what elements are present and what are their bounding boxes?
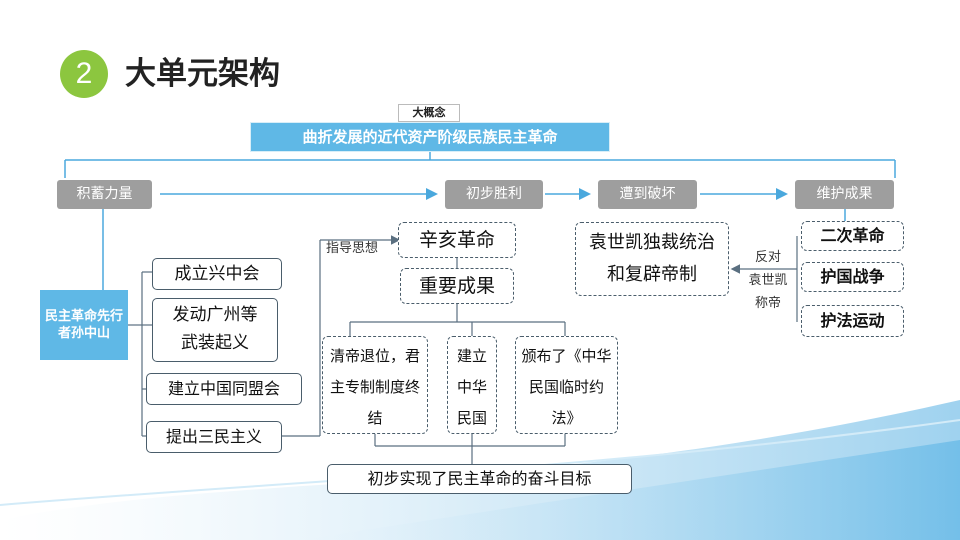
activity-guangzhou-uprising: 发动广州等武装起义 <box>152 298 278 362</box>
activity-three-principles: 提出三民主义 <box>146 421 282 453</box>
oppose-line-1: 反对 <box>754 250 781 265</box>
activity-tongmenghui: 建立中国同盟会 <box>146 373 302 405</box>
achievement-republic-founded: 建立中华民国 <box>447 336 497 434</box>
big-concept-title: 曲折发展的近代资产阶级民族民主革命 <box>250 122 610 152</box>
achievement-emperor-abdicated: 清帝退位，君主专制制度终结 <box>322 336 428 434</box>
second-revolution: 二次革命 <box>801 221 904 251</box>
achievement-provisional-constitution: 颁布了《中华民国临时约法》 <box>515 336 618 434</box>
important-achievements: 重要成果 <box>400 268 514 304</box>
leader-sun-yat-sen: 民主革命先行者孙中山 <box>40 290 128 360</box>
big-concept-label: 大概念 <box>398 104 460 122</box>
page-title: 大单元架构 <box>125 56 280 92</box>
constitution-protection-movement: 护法运动 <box>801 305 904 337</box>
stage-defend-results: 维护成果 <box>795 180 894 209</box>
oppose-line-2: 袁世凯 <box>748 273 788 288</box>
xinhai-revolution: 辛亥革命 <box>398 222 516 258</box>
oppose-line-3: 称帝 <box>754 296 781 311</box>
stage-destroyed: 遭到破坏 <box>598 180 697 209</box>
stage-initial-victory: 初步胜利 <box>445 180 543 209</box>
section-number-badge: 2 <box>60 50 108 98</box>
yuan-shikai-dictatorship: 袁世凯独裁统治和复辟帝制 <box>575 222 729 296</box>
oppose-yuan-label: 反对 袁世凯 称帝 <box>738 246 798 336</box>
guide-label: 指导思想 <box>326 241 379 256</box>
result-goal-achieved: 初步实现了民主革命的奋斗目标 <box>327 464 632 494</box>
activity-xingzhonghui: 成立兴中会 <box>152 258 282 290</box>
national-protection-war: 护国战争 <box>801 262 904 292</box>
stage-accumulate: 积蓄力量 <box>57 180 152 209</box>
